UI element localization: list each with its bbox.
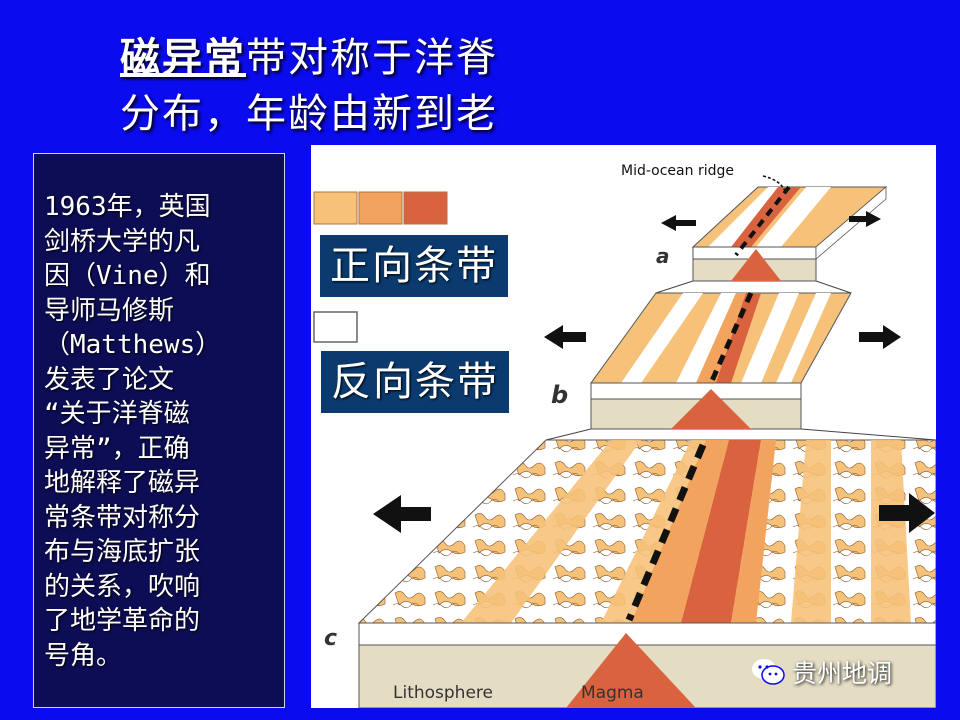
panel-label-a: a — [656, 244, 670, 268]
description-text: 1963年，英国 剑桥大学的凡 因（Vine）和 导师马修斯 （Matthews… — [44, 192, 222, 671]
lithosphere-label: Lithosphere — [393, 683, 493, 703]
swatch-white — [313, 311, 358, 343]
arrow-a-right — [849, 211, 881, 227]
arrow-c-right — [879, 493, 935, 533]
reverse-stripe-label: 反向条带 — [321, 351, 509, 413]
title-line-1: 磁异常带对称于洋脊 — [120, 30, 580, 86]
arrow-b-right — [859, 325, 901, 349]
wechat-icon — [750, 657, 786, 687]
watermark: 贵州地调 — [750, 652, 892, 692]
connector-lines — [545, 280, 936, 441]
title-link[interactable]: 磁异常 — [120, 34, 246, 81]
arrow-a-left — [661, 215, 696, 231]
block-b — [590, 291, 852, 430]
title-line-1-rest: 带对称于洋脊 — [246, 35, 498, 81]
arrow-c-left — [373, 495, 431, 533]
watermark-text: 贵州地调 — [792, 659, 893, 688]
block-a — [691, 185, 888, 282]
arrow-b-left — [544, 325, 586, 349]
panel-label-c: c — [324, 626, 337, 651]
slide-title: 磁异常带对称于洋脊 分布，年龄由新到老 — [120, 30, 580, 142]
swatch-light — [313, 191, 358, 225]
magma-label: Magma — [581, 683, 644, 703]
spreading-arrows — [373, 211, 935, 533]
seafloor-spreading-figure: Mid-ocean ridge a b c Lithosphere Magma — [311, 145, 936, 708]
legend-swatches — [313, 191, 448, 343]
block-c — [357, 439, 936, 708]
panel-label-b: b — [551, 381, 568, 409]
mid-ocean-ridge-label: Mid-ocean ridge — [621, 163, 734, 179]
spreading-diagram: Mid-ocean ridge a b c Lithosphere Magma — [313, 163, 936, 708]
swatch-dark — [403, 191, 448, 225]
swatch-mid — [358, 191, 403, 225]
ridge-pointer — [762, 175, 787, 194]
title-line-2: 分布，年龄由新到老 — [120, 91, 498, 137]
description-textbox: 1963年，英国 剑桥大学的凡 因（Vine）和 导师马修斯 （Matthews… — [33, 153, 285, 708]
normal-stripe-label: 正向条带 — [320, 235, 508, 297]
